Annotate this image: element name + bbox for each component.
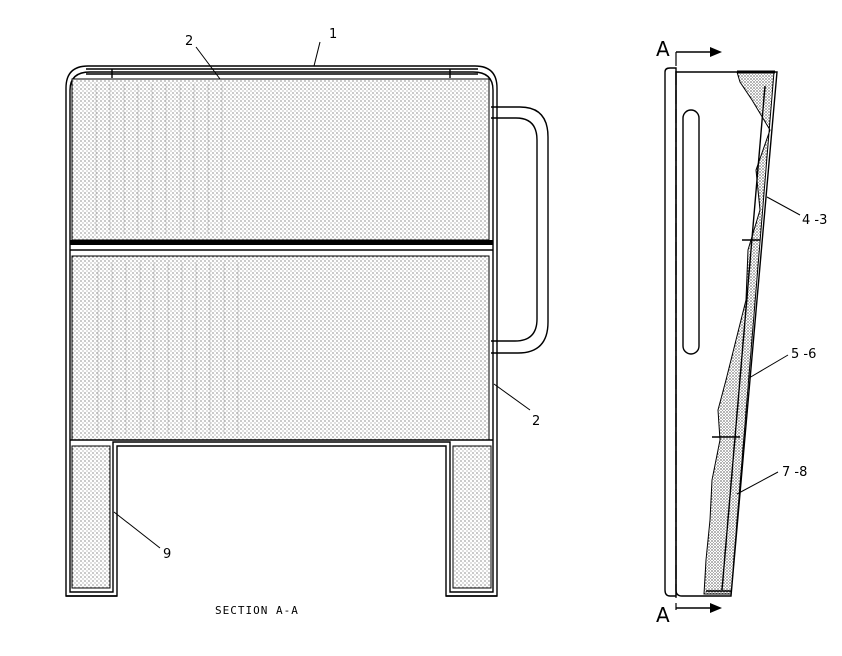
callout-2-side-label: 2 bbox=[532, 414, 540, 429]
hand-slot bbox=[682, 109, 700, 355]
handle bbox=[491, 106, 549, 354]
callout-2-side: 2 bbox=[493, 383, 540, 429]
side-view: A A 4 -3 5 -6 7 -8 bbox=[656, 37, 827, 627]
top-lid bbox=[86, 68, 478, 78]
section-arrow-bottom: A bbox=[656, 603, 722, 627]
front-view: 1 2 2 9 SECTION A-A bbox=[65, 27, 549, 617]
callout-9: 9 bbox=[113, 511, 171, 562]
lower-panel bbox=[71, 255, 490, 441]
side-filling bbox=[703, 71, 775, 595]
callout-2-top-label: 2 bbox=[185, 34, 193, 49]
callout-1: 1 bbox=[313, 27, 337, 67]
divider-bar bbox=[70, 240, 493, 245]
upper-panel-hatching bbox=[95, 84, 223, 234]
lower-panel-hatching bbox=[97, 262, 239, 434]
left-leg bbox=[71, 445, 111, 589]
callout-4-3-label: 4 -3 bbox=[802, 213, 827, 228]
section-arrow-top: A bbox=[656, 37, 722, 61]
section-mark-top: A bbox=[656, 37, 670, 61]
section-caption: SECTION A-A bbox=[215, 604, 299, 617]
callout-7-8: 7 -8 bbox=[736, 465, 807, 495]
callout-5-6-label: 5 -6 bbox=[791, 347, 816, 362]
callout-1-label: 1 bbox=[329, 27, 337, 42]
callout-2-top: 2 bbox=[185, 34, 221, 80]
callout-4-3: 4 -3 bbox=[766, 196, 827, 228]
callout-5-6: 5 -6 bbox=[748, 347, 816, 379]
callout-7-8-label: 7 -8 bbox=[782, 465, 807, 480]
section-mark-bottom: A bbox=[656, 603, 670, 627]
callout-9-label: 9 bbox=[163, 547, 171, 562]
right-leg bbox=[452, 445, 492, 589]
upper-panel bbox=[71, 78, 490, 241]
